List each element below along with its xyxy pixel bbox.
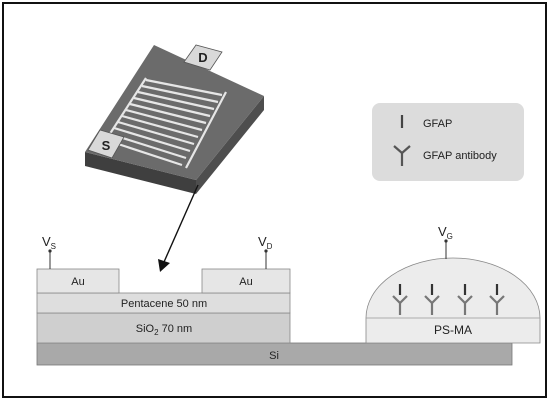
- legend-box: GFAP GFAP antibody: [372, 103, 524, 181]
- source-pad: S: [87, 129, 125, 159]
- au-left-electrode: [36, 268, 120, 294]
- vd-label: VD: [258, 234, 273, 251]
- antibody-y-icon: [424, 295, 440, 315]
- sio2-layer: [36, 312, 291, 344]
- legend-gfap-label: GFAP: [423, 118, 452, 130]
- psma-label: PS-MA: [434, 323, 472, 337]
- drain-pad-label: D: [198, 50, 207, 65]
- device-top-face: [85, 45, 264, 180]
- sio2-label: SiO2 70 nm: [136, 323, 192, 337]
- pentacene-label: Pentacene 50 nm: [121, 298, 207, 310]
- interdigitated-electrode: [103, 77, 227, 169]
- surface-antibodies: [392, 295, 505, 315]
- au-right-electrode: [201, 268, 291, 294]
- antibody-y-icon: [393, 145, 411, 166]
- au-left-label: Au: [71, 276, 84, 288]
- psma-gate: PS-MA: [365, 257, 541, 344]
- vs-terminal: VS: [42, 234, 56, 269]
- pentacene-layer: [36, 292, 291, 314]
- legend-antibody-label: GFAP antibody: [423, 150, 497, 162]
- device-right-face: [196, 96, 264, 194]
- device-front-face: [85, 152, 196, 194]
- vg-label: VG: [438, 224, 453, 241]
- au-right-label: Au: [239, 276, 252, 288]
- cross-section: Si SiO2 70 nm Pentacene 50 nm Au Au VS V…: [36, 224, 541, 366]
- vg-terminal: VG: [438, 224, 453, 259]
- vd-terminal: VD: [258, 234, 273, 269]
- antibody-y-icon: [489, 295, 505, 315]
- source-pad-label: S: [102, 138, 111, 153]
- vs-label: VS: [42, 234, 56, 251]
- si-label: Si: [269, 350, 279, 362]
- device-3d: S D: [85, 44, 264, 194]
- antibody-y-icon: [392, 295, 408, 315]
- antibody-y-icon: [457, 295, 473, 315]
- zoom-arrow: [158, 184, 199, 272]
- bound-gfap: [398, 284, 499, 295]
- drain-pad: D: [183, 44, 223, 71]
